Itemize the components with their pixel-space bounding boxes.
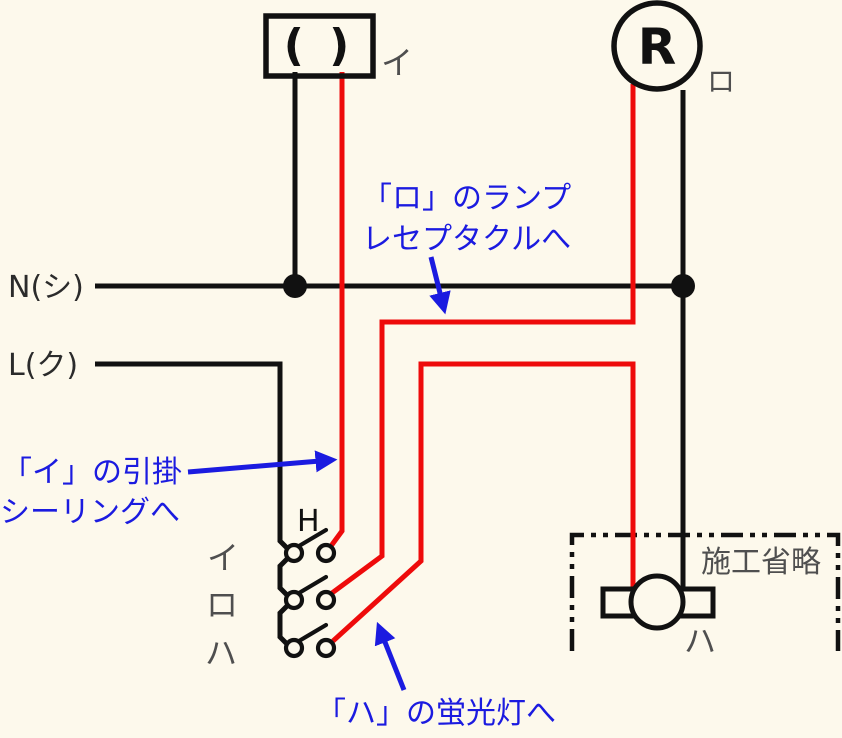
fluorescent-circuit-label: ハ: [684, 622, 716, 660]
switch-ro-contact-right: [315, 589, 337, 611]
omission-box-label: 施工省略: [701, 545, 821, 580]
note-to-ceiling-line2: シーリングへ: [0, 495, 180, 530]
switch-ha-label: ハ: [205, 634, 237, 672]
note-to-ceiling-line1: 「イ」の引掛: [2, 455, 182, 490]
switch-i-label: イ: [207, 539, 239, 577]
ceiling-light-circuit-label: イ: [381, 44, 413, 82]
neutral-bus-label: N(シ): [8, 270, 84, 305]
switch-pilot-mark: H: [297, 504, 320, 539]
note-to-fluorescent: 「ハ」の蛍光灯へ: [316, 696, 556, 731]
switch-ro-label: ロ: [206, 586, 238, 624]
receptacle-circuit-label: ロ: [707, 65, 735, 98]
switch-i-contact-left: [283, 542, 305, 564]
switch-ro-contact-left: [283, 589, 305, 611]
switch-ha-contact-left: [283, 637, 305, 659]
live-bus-label: L(ク): [8, 348, 78, 383]
junction-dot-right: [671, 274, 695, 298]
ceiling-light-symbol-text: ( ): [284, 20, 355, 71]
switch-i-lever: [296, 527, 329, 549]
ceiling-light-switched-wire: [328, 72, 345, 548]
switch-ha-contact-right: [315, 637, 337, 659]
ceiling-light-symbol-box: [263, 13, 376, 79]
switch-ha-lever: [296, 622, 329, 644]
live-wire-to-switches: [95, 361, 289, 646]
fluorescent-symbol-circle: [628, 573, 686, 631]
omission-box-border: [569, 532, 841, 651]
receptacle-switched-wire: [330, 84, 636, 596]
receptacle-symbol-text: R: [638, 18, 677, 76]
note-to-receptacle-line1: 「ロ」のランプ: [362, 181, 571, 216]
arrow-to-receptacle-wire: [428, 256, 451, 315]
arrow-to-fluorescent-wire: [374, 621, 407, 691]
switch-ro-lever: [296, 574, 329, 596]
arrow-to-ceiling-wire: [187, 450, 338, 475]
note-to-receptacle-line2: レセプタクルへ: [362, 222, 571, 257]
receptacle-symbol-circle: [611, 0, 703, 92]
switch-i-contact-right: [315, 542, 337, 564]
fluorescent-switched-wire: [331, 361, 636, 643]
junction-dot-left: [283, 274, 307, 298]
